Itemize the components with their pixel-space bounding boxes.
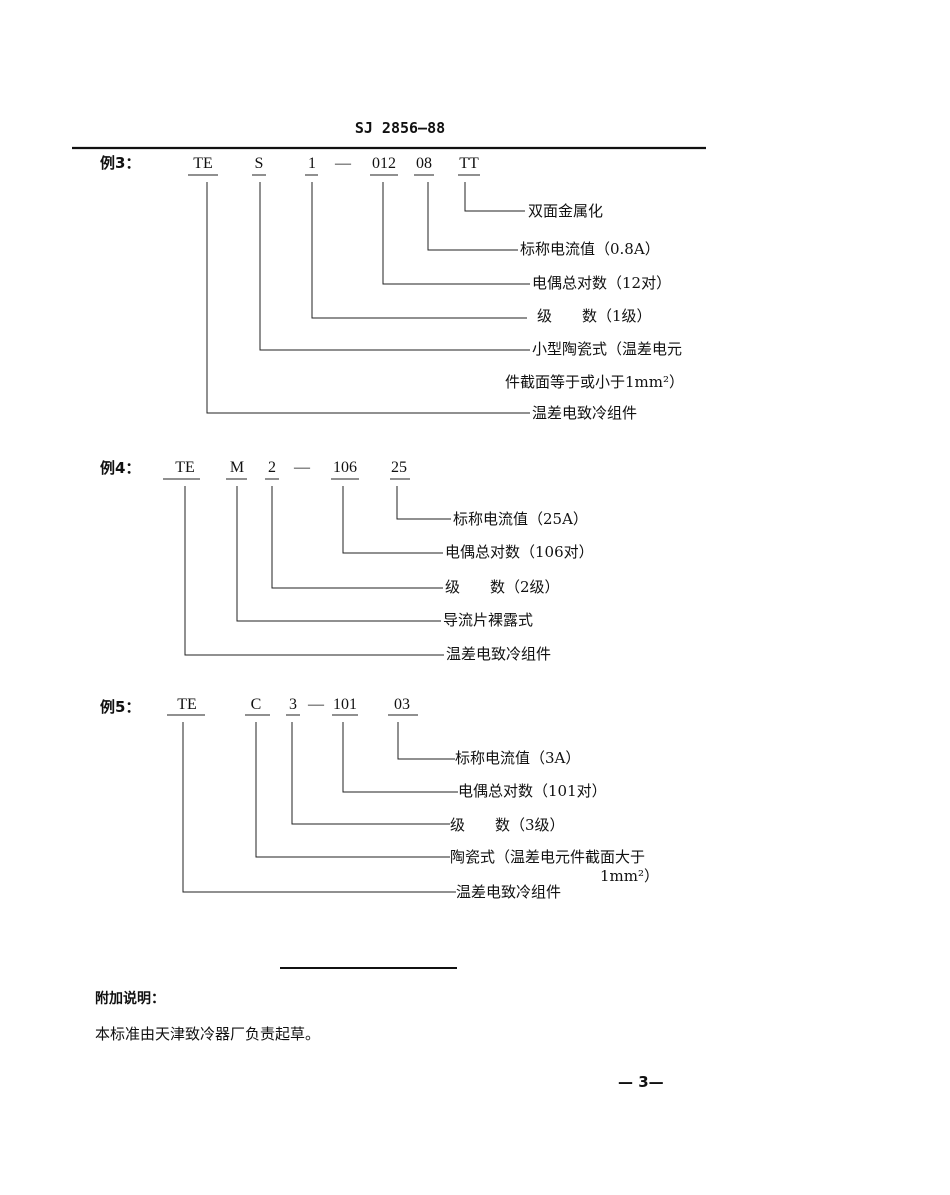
- code-segment: TE: [175, 459, 195, 476]
- description: 电偶总对数（101对）: [458, 782, 607, 800]
- code-segment: 1: [308, 155, 316, 172]
- code-segment: 106: [333, 459, 357, 476]
- code-segment: 25: [391, 459, 407, 476]
- code-segment: 101: [333, 696, 357, 713]
- description: 导流片裸露式: [443, 611, 534, 629]
- page-number: — 3—: [618, 1073, 664, 1091]
- code-segment: —: [335, 155, 351, 172]
- code-segment: M: [229, 459, 245, 476]
- code-segment: 08: [416, 155, 432, 172]
- description: 温差电致冷组件: [456, 883, 562, 901]
- code-segment: TE: [193, 155, 213, 172]
- code-segment: S: [254, 155, 264, 172]
- note-text: 本标准由天津致冷器厂负责起草。: [95, 1025, 321, 1043]
- code-segment: TT: [459, 155, 479, 172]
- description: 件截面等于或小于1mm²）: [505, 373, 685, 391]
- description: 标称电流值（3A）: [455, 749, 581, 767]
- description: 双面金属化: [528, 202, 604, 220]
- standard-number: SJ 2856—88: [354, 119, 446, 137]
- code-segment: —: [308, 696, 324, 713]
- description: 级 数（3级）: [450, 816, 565, 834]
- code-segment: 2: [268, 459, 276, 476]
- description: 1mm²）: [600, 867, 660, 885]
- example-label: 例3：: [100, 154, 141, 172]
- example-label: 例4：: [100, 459, 141, 477]
- code-segment: C: [250, 696, 262, 713]
- description: 电偶总对数（106对）: [445, 543, 594, 561]
- code-segment: —: [294, 459, 310, 476]
- description: 标称电流值（0.8A）: [520, 240, 660, 258]
- example-3-leaders: [188, 174, 530, 414]
- description: 电偶总对数（12对）: [532, 274, 672, 292]
- description: 标称电流值（25A）: [453, 510, 588, 528]
- description: 温差电致冷组件: [446, 645, 552, 663]
- code-segment: TE: [177, 696, 197, 713]
- example-label: 例5：: [100, 698, 141, 716]
- description: 温差电致冷组件: [532, 404, 638, 422]
- code-segment: 012: [372, 155, 396, 172]
- note-title: 附加说明：: [95, 991, 165, 1007]
- description: 级 数（2级）: [445, 578, 560, 596]
- description: 小型陶瓷式（温差电元: [532, 340, 683, 358]
- example-4-leaders: [163, 478, 451, 656]
- example-5-leaders: [167, 714, 458, 893]
- description: 级 数（1级）: [537, 307, 652, 325]
- description: 陶瓷式（温差电元件截面大于: [450, 848, 646, 866]
- code-segment: 3: [289, 696, 297, 713]
- code-segment: 03: [394, 696, 410, 713]
